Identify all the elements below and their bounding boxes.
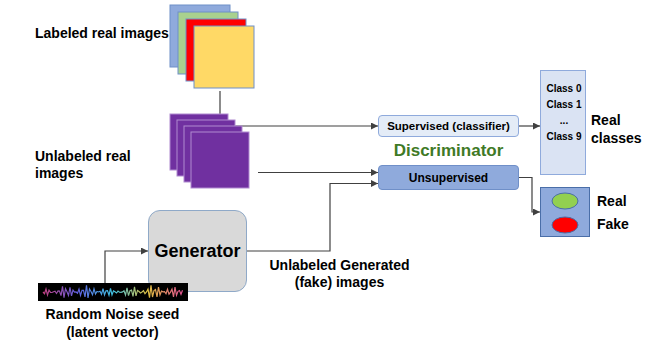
process-box: Unsupervised [378, 165, 519, 190]
process-box: Supervised (classifier) [378, 115, 519, 137]
node-label: Labeled real images [35, 25, 170, 42]
noise-strip [38, 283, 188, 301]
node-label: Generator [154, 240, 240, 262]
node-label: Supervised (classifier) [387, 119, 510, 133]
node-text: Real classes [591, 111, 646, 147]
image-card [194, 26, 254, 88]
node-label: Class 0 [541, 83, 587, 95]
connector-arrow [247, 184, 378, 252]
connector-arrow [519, 178, 540, 213]
node-text: Class 9 [541, 131, 587, 143]
node-label: Unsupervised [409, 171, 488, 185]
output-box: Class 0Class 1...Class 9Real classes [540, 70, 586, 175]
illustration [541, 188, 591, 238]
edge-label: Unlabeled Generated (fake) images [252, 257, 427, 291]
real-indicator [552, 193, 578, 209]
illustration [30, 3, 264, 91]
image-card [191, 132, 249, 188]
node-text: ... [541, 115, 587, 127]
connector-arrow [258, 172, 378, 173]
node-label: Random Noise seed (latent vector) [30, 305, 195, 341]
connector-arrow [105, 251, 148, 283]
connector-arrow [519, 125, 540, 126]
node-text: Fake [597, 216, 642, 233]
discriminator-box: Discriminator Supervised (classifier) Unsu… [370, 105, 527, 203]
fake-indicator [552, 217, 578, 233]
node-label: Real [597, 193, 642, 210]
noise-vector: Random Noise seed (latent vector) [30, 283, 195, 345]
image-stack: Labeled real images [30, 3, 264, 91]
node-label: Unlabeled real images [35, 148, 173, 182]
node-label: Discriminator [370, 141, 527, 161]
process-box: Generator [148, 210, 247, 292]
output-box: RealFake [540, 187, 590, 237]
connector-arrow [220, 91, 378, 126]
noise-wave [43, 285, 183, 298]
image-stack: Unlabeled real images [30, 112, 258, 192]
node-text: Class 1 [541, 99, 587, 111]
